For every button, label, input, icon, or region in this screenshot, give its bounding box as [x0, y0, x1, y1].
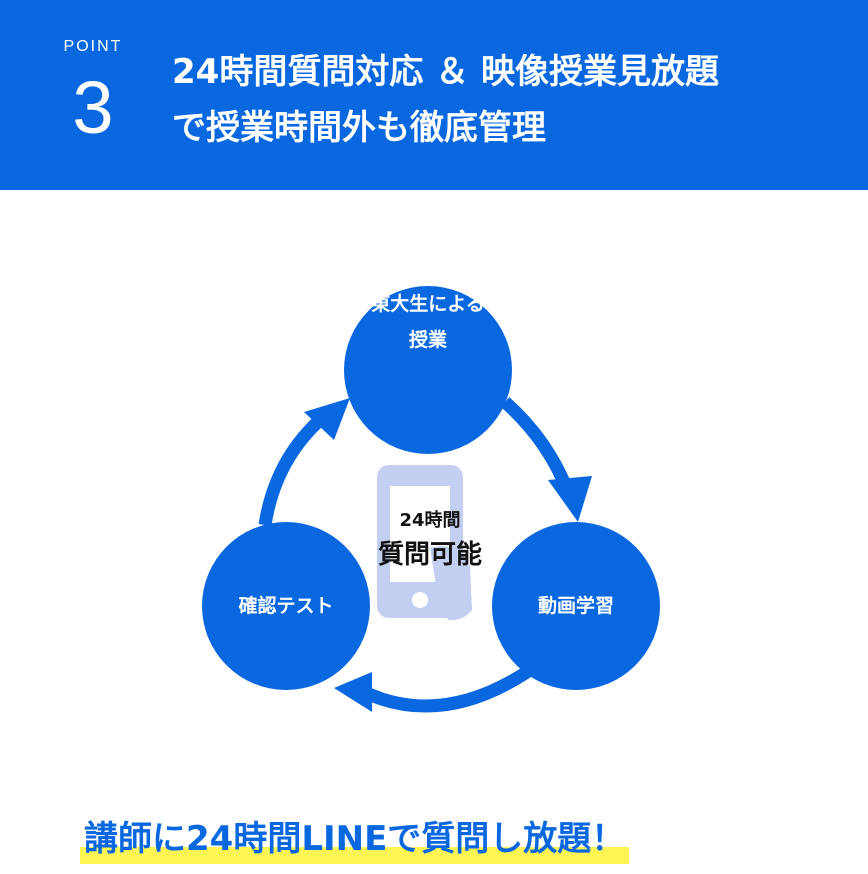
node-top-label-line2: 授業 [408, 329, 447, 351]
bottom-highlight-text: 講師に24時間LINEで質問し放題！ [80, 814, 630, 864]
point-header: POINT 3 24時間質問対応 ＆ 映像授業見放題 で授業時間外も徹底管理 [0, 0, 868, 190]
arrowhead-bottom [334, 672, 372, 712]
header-title-line2: で授業時間外も徹底管理 [172, 108, 546, 148]
arrowhead-right [548, 476, 592, 522]
point-number: 3 [72, 66, 114, 149]
node-left-label: 確認テスト [238, 595, 334, 617]
node-circle-right [492, 522, 660, 690]
center-caption-small: 24時間 [399, 510, 461, 531]
node-top-label: 東大生による 授業 [344, 286, 512, 358]
center-caption-big: 質問可能 [377, 540, 482, 570]
point-label: POINT [63, 38, 123, 55]
node-circle-left [202, 522, 370, 690]
arrowhead-left [304, 398, 350, 440]
node-right-label: 動画学習 [537, 595, 614, 617]
arrow-right-to-left [357, 664, 534, 713]
arrow-top-to-right [500, 397, 575, 495]
node-top-label-line1: 東大生による [371, 293, 485, 315]
node-circle-top [344, 286, 512, 454]
smartphone-icon [377, 465, 472, 621]
header-title-line1: 24時間質問対応 ＆ 映像授業見放題 [172, 52, 719, 92]
arrow-left-to-top [258, 413, 327, 527]
header-title: 24時間質問対応 ＆ 映像授業見放題 で授業時間外も徹底管理 [172, 44, 862, 156]
